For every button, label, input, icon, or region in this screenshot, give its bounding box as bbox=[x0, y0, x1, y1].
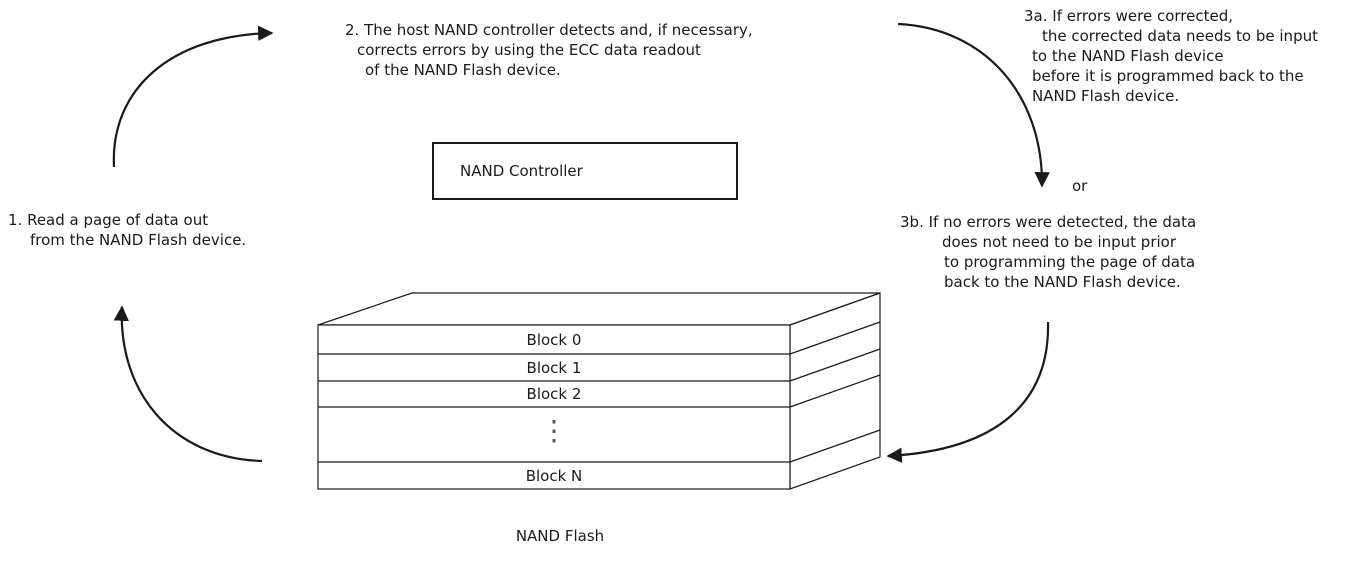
nand-controller-label: NAND Controller bbox=[460, 162, 583, 180]
nand-flash-stack bbox=[317, 292, 881, 490]
step3b-line: to programming the page of data bbox=[944, 253, 1196, 271]
block-0-label: Block 0 bbox=[526, 331, 582, 349]
arrow-read-to-controller bbox=[112, 25, 274, 168]
arrow-program-to-flash bbox=[886, 321, 1050, 463]
nand-flash-label: NAND Flash bbox=[515, 527, 605, 545]
step2-text: 2. The host NAND controller detects and,… bbox=[345, 20, 753, 80]
flash-top-face bbox=[317, 292, 881, 326]
step1-line: from the NAND Flash device. bbox=[30, 231, 247, 249]
step3b-line: back to the NAND Flash device. bbox=[944, 273, 1181, 291]
step2-line: of the NAND Flash device. bbox=[365, 61, 561, 79]
step3a-line: NAND Flash device. bbox=[1032, 87, 1180, 105]
step3a-line: to the NAND Flash device bbox=[1032, 47, 1224, 65]
block-ellipsis: ⋮ bbox=[540, 414, 568, 447]
step3a-line: 3a. If errors were corrected, bbox=[1024, 7, 1234, 25]
block-n-label: Block N bbox=[525, 467, 583, 485]
block-2-label: Block 2 bbox=[526, 385, 582, 403]
step1-line: 1. Read a page of data out bbox=[8, 211, 209, 229]
or-label: or bbox=[1072, 177, 1088, 195]
step1-text: 1. Read a page of data out from the NAND… bbox=[8, 210, 246, 250]
step2-line: 2. The host NAND controller detects and,… bbox=[345, 21, 753, 39]
step3a-line: the corrected data needs to be input bbox=[1042, 27, 1318, 45]
arrow-flash-to-read bbox=[113, 305, 263, 463]
step3b-line: 3b. If no errors were detected, the data bbox=[900, 213, 1197, 231]
arrow-controller-to-correct bbox=[897, 22, 1050, 188]
step3b-line: does not need to be input prior bbox=[942, 233, 1176, 251]
step3a-text: 3a. If errors were corrected, the correc… bbox=[1012, 6, 1318, 106]
nand-controller-box: NAND Controller bbox=[432, 142, 738, 200]
step2-line: corrects errors by using the ECC data re… bbox=[357, 41, 701, 59]
step3a-line: before it is programmed back to the bbox=[1032, 67, 1304, 85]
step3b-text: 3b. If no errors were detected, the data… bbox=[900, 212, 1196, 292]
block-1-label: Block 1 bbox=[526, 359, 582, 377]
